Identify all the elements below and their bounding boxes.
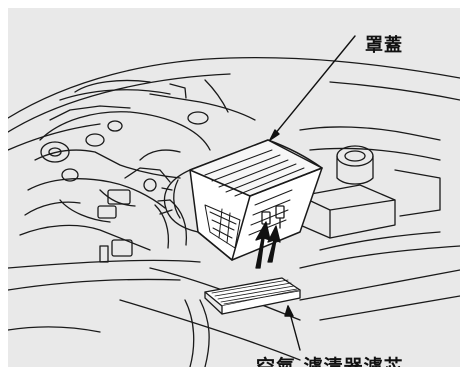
engine-block [19,79,256,251]
right-components [299,126,460,269]
hood-outline [8,56,460,151]
air-cleaner-cover [189,139,323,261]
lift-arrows [255,221,281,269]
air-filter-element [204,277,301,315]
diagram-panel: 罩蓋 空氣 濾清器濾芯 [8,8,460,367]
air-filter-label: 空氣 濾清器濾芯 [256,356,404,367]
lower-frame [8,239,460,367]
intake-duct [157,169,199,233]
cover-label: 罩蓋 [365,35,403,56]
leader-lines [269,35,356,351]
engine-illustration [8,35,460,367]
